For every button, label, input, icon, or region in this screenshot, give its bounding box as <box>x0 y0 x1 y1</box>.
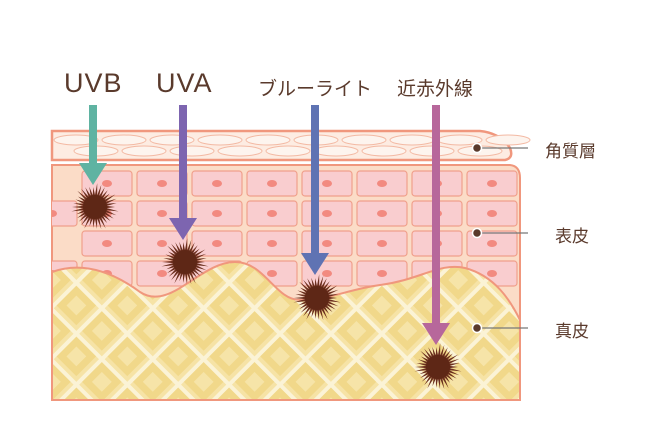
corneum-cell <box>485 134 531 146</box>
skin-cell <box>466 170 518 197</box>
uvb-arrow-icon <box>79 105 107 185</box>
skin-cell <box>191 170 243 197</box>
corneum-cell <box>245 134 291 146</box>
corneum-cell <box>197 134 243 146</box>
uva-label: UVA <box>156 68 213 98</box>
uvb-damage-spot <box>71 183 119 230</box>
skin-cell <box>191 200 243 227</box>
skin-cell <box>356 230 408 257</box>
corneum-cell <box>169 145 215 157</box>
skin-cell <box>356 170 408 197</box>
skin-cell <box>301 200 353 227</box>
skin-cell <box>356 200 408 227</box>
skin-cell <box>81 230 133 257</box>
skin-cell <box>136 230 188 257</box>
uva-damage-spot <box>161 238 209 285</box>
blue-light-label: ブルーライト <box>258 78 373 100</box>
near-infrared-arrow-icon <box>422 105 450 345</box>
uva-arrow-icon <box>169 105 197 240</box>
skin-cell <box>52 200 78 227</box>
skin-cell <box>522 261 572 286</box>
blue-light-arrow-icon <box>301 105 329 275</box>
epidermis-label: 表皮 <box>555 227 589 247</box>
corneum-cell <box>389 134 435 146</box>
skin-cell <box>191 230 243 257</box>
blue-light-damage-spot <box>293 274 341 321</box>
corneum-cell <box>101 134 147 146</box>
skin-cell <box>356 260 408 287</box>
corneum-cell <box>217 145 263 157</box>
skin-cell <box>466 200 518 227</box>
corneum-cell <box>121 145 167 157</box>
stratum-corneum-layer <box>50 129 531 162</box>
corneum-cell <box>313 145 359 157</box>
skin-cell <box>246 200 298 227</box>
skin-cell <box>301 230 353 257</box>
leader-lines <box>471 142 528 334</box>
stratum-corneum-label: 角質層 <box>545 142 596 162</box>
uvb-label: UVB <box>64 68 123 98</box>
skin-cell <box>136 170 188 197</box>
dermis-label: 真皮 <box>555 322 589 342</box>
skin-cell <box>301 170 353 197</box>
near-infrared-damage-spot <box>414 343 462 390</box>
dermis-layer <box>51 260 521 401</box>
corneum-cell <box>53 134 99 146</box>
near-infrared-label: 近赤外線 <box>397 78 474 100</box>
corneum-cell <box>341 134 387 146</box>
skin-cell <box>246 230 298 257</box>
skin-cell <box>522 171 572 196</box>
corneum-cell <box>361 145 407 157</box>
corneum-cell <box>265 145 311 157</box>
corneum-cell <box>149 134 195 146</box>
skin-cell <box>246 170 298 197</box>
